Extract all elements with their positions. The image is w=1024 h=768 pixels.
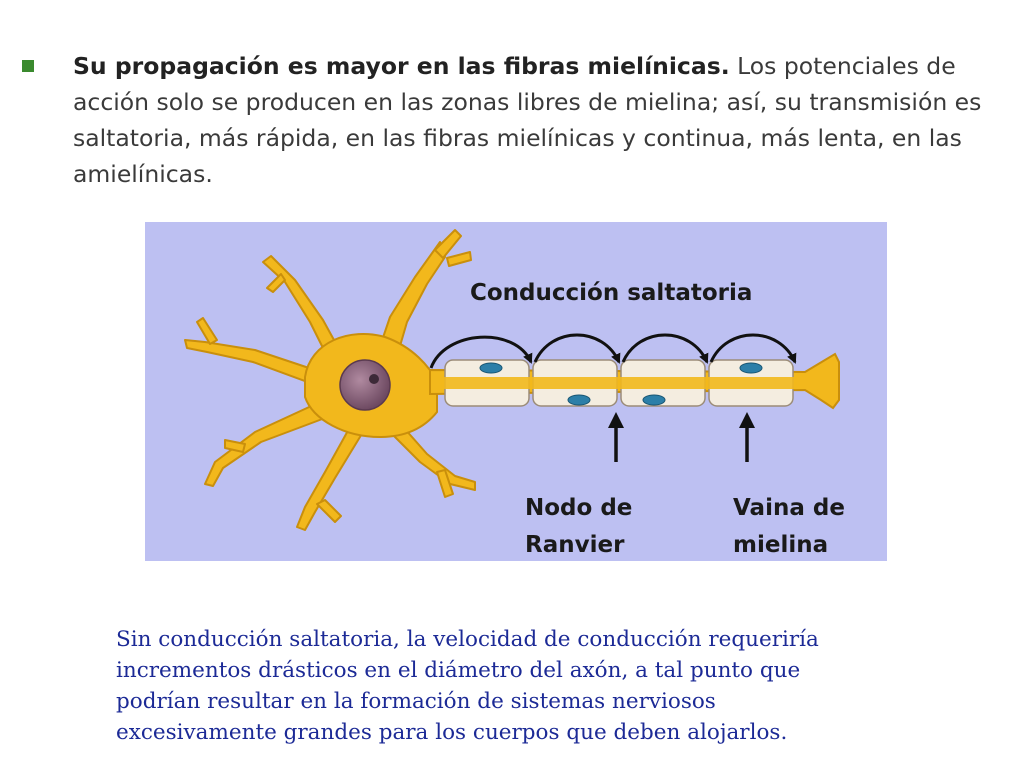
- label-pointers: [608, 412, 755, 462]
- axon-core: [441, 377, 797, 389]
- caption-line: podrían resultar en la formación de sist…: [116, 689, 716, 714]
- myelin-sheath-label-line1: Vaina de: [733, 495, 845, 521]
- saltatory-arrows: [429, 333, 797, 369]
- neuron-diagram: Conducción saltatoria Nodo de Ranvier Va…: [145, 222, 887, 561]
- node-of-ranvier-label-line2: Ranvier: [525, 532, 625, 558]
- jump-arrow: [533, 333, 621, 364]
- jump-arrow: [709, 333, 797, 364]
- schwann-nuclei: [479, 362, 763, 406]
- cell-nucleus: [339, 359, 391, 411]
- caption-line: excesivamente grandes para los cuerpos q…: [116, 720, 788, 745]
- caption-line: Sin conducción saltatoria, la velocidad …: [116, 627, 819, 652]
- intro-paragraph: Su propagación es mayor en las fibras mi…: [73, 48, 993, 192]
- intro-rest-text: Los potenciales de acción solo se produc…: [73, 52, 982, 188]
- myelin-sheath-label-line2: mielina: [733, 532, 828, 558]
- jump-arrow: [621, 333, 709, 364]
- node-of-ranvier-label-line1: Nodo de: [525, 495, 632, 521]
- intro-bold-sentence: Su propagación es mayor en las fibras mi…: [73, 52, 730, 80]
- diagram-title: Conducción saltatoria: [470, 280, 752, 306]
- bullet-square: [22, 60, 34, 72]
- neuron-diagram-svg: Conducción saltatoria Nodo de Ranvier Va…: [184, 229, 845, 558]
- nucleolus: [369, 374, 379, 384]
- jump-arrow: [429, 335, 533, 369]
- caption-line: incrementos drásticos en el diámetro del…: [116, 658, 801, 683]
- caption-paragraph: Sin conducción saltatoria, la velocidad …: [116, 624, 936, 748]
